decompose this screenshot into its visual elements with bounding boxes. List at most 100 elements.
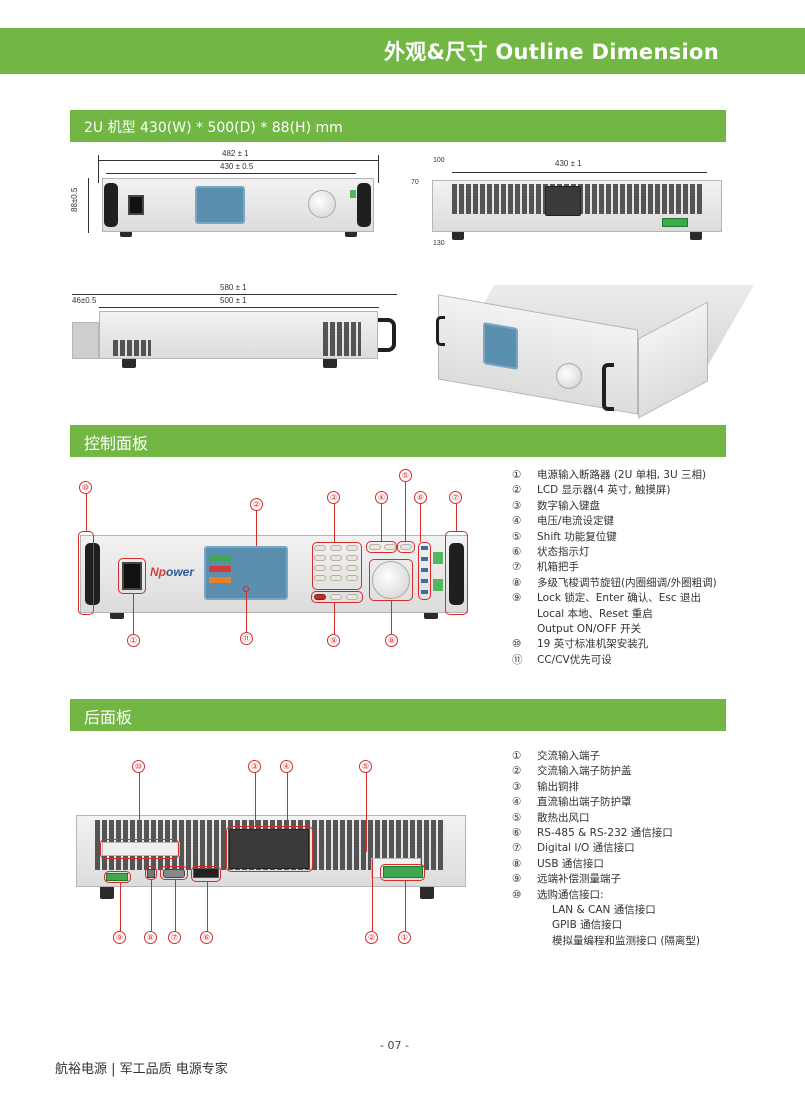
dim-rear-bottom: 130 [433, 240, 445, 247]
legend-num: ⑤ [512, 530, 522, 543]
digital-io-port [163, 869, 185, 878]
legend-num: ⑥ [512, 826, 522, 839]
keypad-key [330, 575, 342, 581]
legend-num: ② [512, 765, 522, 778]
section-title-dimensions: 2U 机型 430(W) * 500(D) * 88(H) mm [84, 120, 343, 136]
dim-line [99, 307, 379, 308]
dim-front-outer-width: 482 ± 1 [222, 149, 249, 158]
legend-text: Lock 锁定、Enter 确认、Esc 退出 [537, 592, 702, 605]
callout-11: ⑪ [240, 632, 253, 645]
dim-line [88, 178, 89, 233]
legend-item-continued: 模拟量编程和监测接口 (隔离型) [552, 934, 701, 947]
dim-line [98, 160, 378, 161]
knob [556, 363, 582, 389]
callout-5: ⑤ [359, 760, 372, 773]
highlight-knob [369, 559, 413, 601]
section-bar-dimensions: 2U 机型 430(W) * 500(D) * 88(H) mm [70, 110, 726, 142]
leader-line [120, 883, 121, 931]
highlight-digital-io [160, 866, 188, 880]
handle [602, 363, 614, 411]
enter-key [346, 594, 358, 600]
leader-line [381, 504, 382, 541]
legend-num: ⑤ [512, 811, 522, 824]
section-title-rear-panel: 后面板 [84, 708, 133, 727]
legend-text: 机箱把手 [537, 561, 579, 574]
legend-num: ⑨ [512, 873, 522, 886]
legend-item: ② 交流输入端子防护盖 [512, 764, 700, 779]
callout-10: ⑩ [79, 481, 92, 494]
leader-line [372, 859, 373, 931]
ac-terminal [662, 218, 688, 227]
callout-1: ① [127, 634, 140, 647]
foot [690, 232, 702, 240]
legend-text: LCD 显示器(4 英寸, 触摸屏) [537, 484, 671, 497]
foot [424, 613, 438, 619]
usb-port [147, 869, 155, 878]
callout-8: ⑧ [385, 634, 398, 647]
dim-line [106, 173, 356, 174]
callout-10: ⑩ [132, 760, 145, 773]
leader-line [405, 482, 406, 541]
legend-text: 19 英寸标准机架安装孔 [537, 638, 649, 651]
highlight-breaker [118, 558, 146, 594]
legend-text: 状态指示灯 [537, 545, 590, 558]
callout-6: ⑥ [414, 491, 427, 504]
legend-num: ⑧ [512, 576, 522, 589]
power-switch [122, 562, 142, 590]
handle [436, 316, 445, 346]
legend-num: ⑧ [512, 857, 522, 870]
legend-text: 选购通信接口: [537, 888, 604, 901]
leader-line [207, 882, 208, 931]
leader-line [366, 772, 367, 852]
highlight-function-keys [311, 591, 363, 603]
dim-front-inner-width: 430 ± 0.5 [220, 162, 254, 171]
keypad-key [330, 545, 342, 551]
legend-num: ⑩ [512, 888, 522, 901]
callout-2: ② [250, 498, 263, 511]
legend-text: CC/CV优先可设 [537, 653, 612, 666]
legend-item: ⑦ 机箱把手 [512, 560, 717, 575]
status-led [421, 568, 428, 572]
dc-output-cover [545, 186, 581, 216]
highlight-rs485 [191, 866, 221, 882]
keypad-key [314, 555, 326, 561]
section-title-front-panel: 控制面板 [84, 434, 149, 453]
dim-rear-top: 100 [433, 157, 445, 164]
side-vent [323, 322, 361, 356]
leader-line [86, 494, 87, 531]
status-led [421, 546, 428, 550]
power-switch [128, 195, 144, 215]
status-led [421, 579, 428, 583]
page-header-banner: 外观&尺寸 Outline Dimension [0, 28, 805, 74]
foot [452, 232, 464, 240]
legend-item-continued: Local 本地、Reset 重启 [537, 607, 653, 620]
leader-line [246, 592, 247, 632]
legend-num: ⑦ [512, 561, 522, 574]
foot [110, 613, 124, 619]
legend-text: RS-485 & RS-232 通信接口 [537, 826, 673, 839]
leader-line [420, 504, 421, 542]
callout-5: ⑤ [399, 469, 412, 482]
legend-item: ⑥ RS-485 & RS-232 通信接口 [512, 826, 700, 841]
rs485-rs232-port [193, 868, 219, 878]
brand-logo: Npower [150, 565, 195, 579]
highlight-rack-holes [78, 531, 94, 615]
foot [122, 359, 136, 368]
optional-interface-plate [102, 842, 180, 856]
legend-text: 交流输入端子防护盖 [537, 765, 632, 778]
handle [378, 318, 396, 352]
callout-3: ③ [248, 760, 261, 773]
highlight-keypad [312, 542, 362, 590]
keypad-key [346, 575, 358, 581]
highlight-ac-input [380, 864, 425, 881]
